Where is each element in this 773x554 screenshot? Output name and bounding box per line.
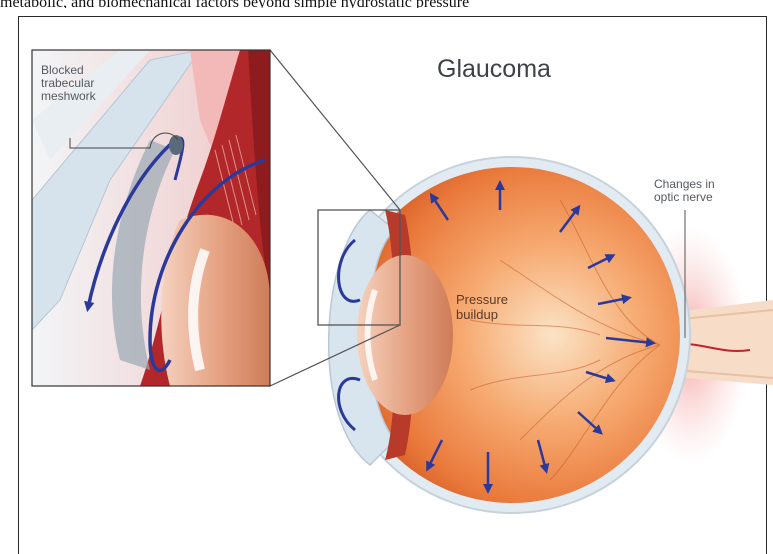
diagram-title: Glaucoma [437,55,551,84]
label-line: buildup [456,307,508,322]
optic-nerve-label: Changes in optic nerve [654,178,715,204]
blocked-meshwork-label: Blocked trabecular meshwork [41,64,96,103]
label-line: optic nerve [654,191,715,204]
label-line: meshwork [41,90,96,103]
pressure-buildup-label: Pressure buildup [456,292,508,322]
label-line: Pressure [456,292,508,307]
